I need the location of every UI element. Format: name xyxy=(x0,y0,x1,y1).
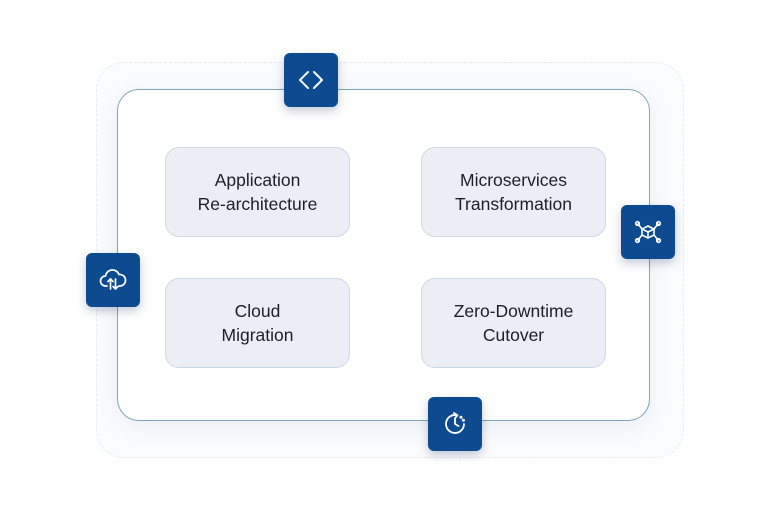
tile-line-1: Application xyxy=(214,170,301,190)
tile-application-re-architecture: Application Re-architecture xyxy=(165,147,350,237)
tile-line-2: Migration xyxy=(221,325,294,345)
tile-line-2: Re-architecture xyxy=(197,194,318,214)
cloud-sync-icon xyxy=(86,253,140,307)
tile-line-1: Microservices xyxy=(460,170,567,190)
tile-line-2: Transformation xyxy=(454,194,573,214)
tile-microservices-transformation: Microservices Transformation xyxy=(421,147,606,237)
tile-line-1: Cloud xyxy=(234,301,281,321)
tile-zero-downtime-cutover: Zero-Downtime Cutover xyxy=(421,278,606,368)
tile-line-1: Zero-Downtime xyxy=(453,301,574,321)
modernization-card xyxy=(117,89,650,421)
tile-line-2: Cutover xyxy=(482,325,545,345)
clock-refresh-icon xyxy=(428,397,482,451)
network-cube-icon xyxy=(621,205,675,259)
code-brackets-icon xyxy=(284,53,338,107)
tile-cloud-migration: Cloud Migration xyxy=(165,278,350,368)
